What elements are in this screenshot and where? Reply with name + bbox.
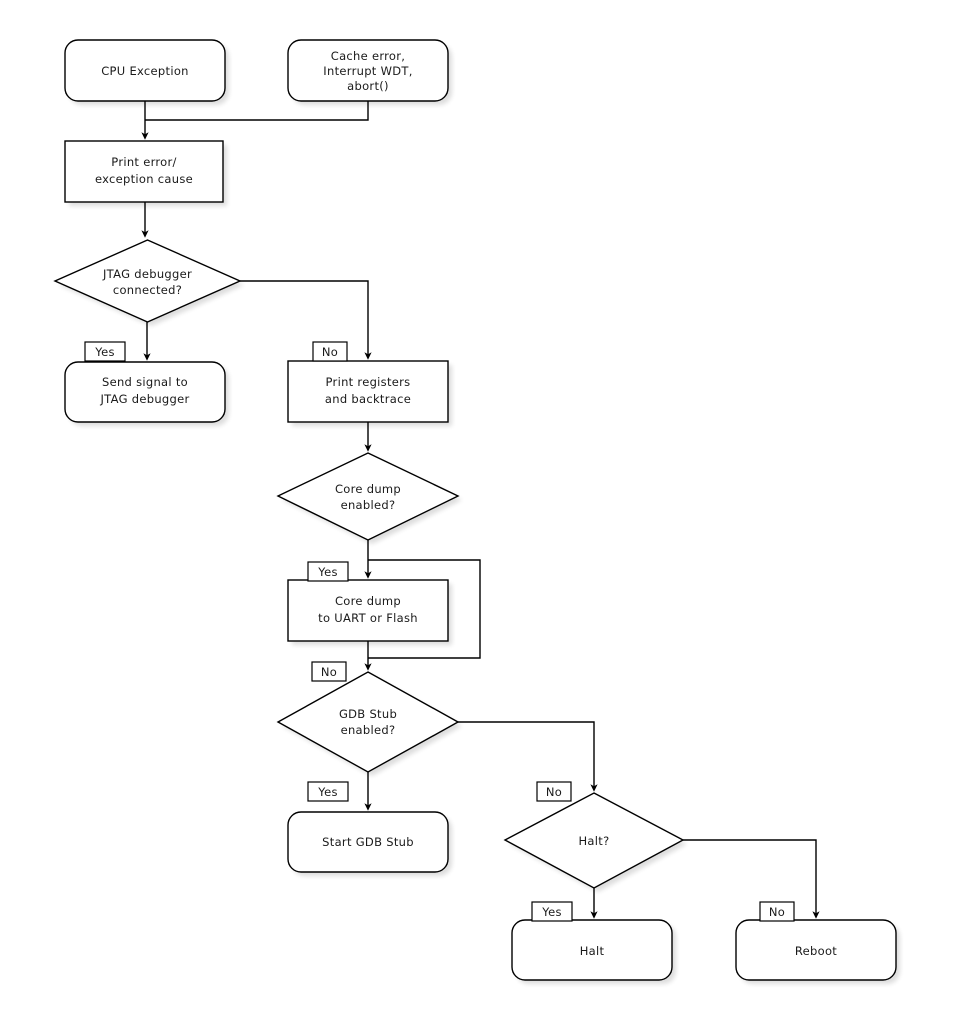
- edge-gdbstub-no-to-halt-decision: [458, 721, 598, 792]
- node-send-signal[interactable]: Send signal to JTAG debugger: [64, 361, 226, 423]
- coredump-yes-label-box: [307, 561, 349, 582]
- edge-label-halt-yes: Yes: [531, 901, 573, 922]
- gdbstub-no-label-text: No: [546, 785, 562, 799]
- halt-yes-label-text: Yes: [541, 905, 561, 919]
- node-cpu-exception[interactable]: CPU Exception: [64, 39, 226, 102]
- jtag-decision-shape[interactable]: [53, 239, 242, 323]
- edge-label-jtag-yes: Yes: [84, 341, 126, 362]
- halt-decision-label: Halt?: [578, 834, 609, 848]
- halt-action-label: Halt: [580, 944, 605, 958]
- edge-label-halt-no: No: [759, 901, 795, 922]
- node-start-gdbstub[interactable]: Start GDB Stub: [287, 811, 449, 873]
- print-registers-shape[interactable]: [287, 360, 449, 423]
- edge-jtag-no-to-print-registers: [240, 280, 372, 360]
- coredump-decision-label-line1: Core dump: [335, 482, 401, 496]
- coredump-decision-shape[interactable]: [276, 452, 460, 541]
- jtag-decision-label-line1: JTAG debugger: [102, 267, 192, 281]
- node-print-registers[interactable]: Print registers and backtrace: [287, 360, 449, 423]
- node-layer: CPU Exception Cache error, Interrupt WDT…: [53, 39, 897, 981]
- node-gdbstub-decision[interactable]: GDB Stub enabled?: [276, 671, 460, 773]
- edge-label-coredump-yes: Yes: [307, 561, 349, 582]
- print-error-label-line1: Print error/: [111, 155, 176, 169]
- edge-coredump-no-bypass: [368, 559, 481, 659]
- edge-label-gdbstub-yes: Yes: [307, 781, 349, 802]
- cache-error-shape[interactable]: [287, 39, 449, 102]
- halt-yes-label-box: [531, 901, 573, 922]
- edge-label-layer: Yes No Yes No Yes No Yes No: [84, 341, 795, 922]
- node-halt-action[interactable]: Halt: [511, 919, 673, 981]
- coredump-no-label-text: No: [321, 665, 337, 679]
- start-gdbstub-label: Start GDB Stub: [322, 835, 414, 849]
- node-halt-decision[interactable]: Halt?: [503, 792, 685, 889]
- print-error-label-line2: exception cause: [95, 172, 193, 186]
- edge-label-jtag-no: No: [312, 341, 348, 362]
- send-signal-shape[interactable]: [64, 361, 226, 423]
- gdbstub-no-label-box: [536, 781, 572, 802]
- print-registers-label-line2: and backtrace: [325, 392, 411, 406]
- node-reboot-action[interactable]: Reboot: [735, 919, 897, 981]
- cache-error-label-line3: abort(): [347, 79, 389, 93]
- send-signal-label-line1: Send signal to: [102, 375, 188, 389]
- halt-no-label-box: [759, 901, 795, 922]
- gdbstub-decision-shape[interactable]: [276, 671, 460, 773]
- edge-label-gdbstub-no: No: [536, 781, 572, 802]
- jtag-no-label-text: No: [322, 345, 338, 359]
- halt-no-label-text: No: [769, 905, 785, 919]
- print-error-shape[interactable]: [64, 140, 224, 203]
- edge-layer: [141, 101, 820, 919]
- reboot-action-shape[interactable]: [735, 919, 897, 981]
- cache-error-label-line2: Interrupt WDT,: [323, 64, 412, 78]
- cache-error-label-line1: Cache error,: [331, 49, 406, 63]
- jtag-no-label-box: [312, 341, 348, 362]
- edge-halt-no-to-reboot: [683, 839, 820, 919]
- edge-label-coredump-no: No: [311, 661, 347, 682]
- coredump-action-label-line2: to UART or Flash: [318, 611, 418, 625]
- gdbstub-yes-label-box: [307, 781, 349, 802]
- node-jtag-decision[interactable]: JTAG debugger connected?: [53, 239, 242, 323]
- coredump-action-shape[interactable]: [287, 579, 449, 642]
- reboot-action-label: Reboot: [795, 944, 837, 958]
- jtag-decision-label-line2: connected?: [113, 283, 182, 297]
- halt-action-shape[interactable]: [511, 919, 673, 981]
- node-coredump-action[interactable]: Core dump to UART or Flash: [287, 579, 449, 642]
- gdbstub-yes-label-text: Yes: [317, 785, 337, 799]
- coredump-decision-label-line2: enabled?: [341, 498, 396, 512]
- edge-cache-error-to-merge: [145, 101, 369, 121]
- cpu-exception-label: CPU Exception: [101, 64, 189, 78]
- cpu-exception-shape[interactable]: [64, 39, 226, 102]
- halt-decision-shape[interactable]: [503, 792, 685, 889]
- gdbstub-decision-label-line1: GDB Stub: [339, 707, 397, 721]
- send-signal-label-line2: JTAG debugger: [99, 392, 189, 406]
- jtag-yes-label-box: [84, 341, 126, 362]
- coredump-action-label-line1: Core dump: [335, 594, 401, 608]
- print-registers-label-line1: Print registers: [326, 375, 411, 389]
- jtag-yes-label-text: Yes: [94, 345, 114, 359]
- coredump-no-label-box: [311, 661, 347, 682]
- gdbstub-decision-label-line2: enabled?: [341, 723, 396, 737]
- node-print-error[interactable]: Print error/ exception cause: [64, 140, 224, 203]
- node-cache-error[interactable]: Cache error, Interrupt WDT, abort(): [287, 39, 449, 102]
- coredump-yes-label-text: Yes: [317, 565, 337, 579]
- node-coredump-decision[interactable]: Core dump enabled?: [276, 452, 460, 541]
- start-gdbstub-shape[interactable]: [287, 811, 449, 873]
